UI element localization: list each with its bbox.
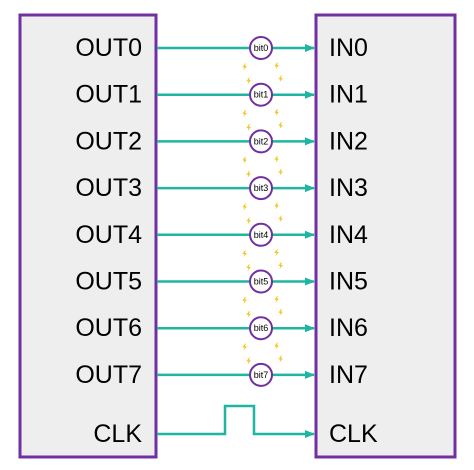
bit-bubble-5 <box>249 269 273 294</box>
interference-icon <box>278 75 283 83</box>
bus-line-2: bit2 OUT2 IN2 <box>75 127 368 155</box>
bit-label-7: bit7 <box>254 370 269 380</box>
interference-icon <box>278 308 283 316</box>
interference-icon <box>274 202 279 210</box>
sender-label-2: OUT2 <box>75 127 142 155</box>
sender-clk-label: CLK <box>93 420 142 448</box>
interference-icon <box>242 250 247 258</box>
bus-line-6: bit6 OUT6 IN6 <box>75 314 368 342</box>
interference-icon <box>246 77 251 85</box>
bit-label-1: bit1 <box>254 90 269 100</box>
interference-icon <box>246 170 251 178</box>
interference-icon <box>242 63 247 71</box>
interference-icon <box>242 156 247 164</box>
sender-label-6: OUT6 <box>75 314 142 342</box>
bit-bubble-3 <box>249 176 273 201</box>
receiver-label-6: IN6 <box>329 314 368 342</box>
sender-label-1: OUT1 <box>75 81 142 109</box>
bit-label-4: bit4 <box>254 230 269 240</box>
receiver-label-1: IN1 <box>329 81 368 109</box>
bus-line-1: bit1 OUT1 IN1 <box>75 81 368 109</box>
sender-label-4: OUT4 <box>75 221 142 249</box>
bit-bubble-2 <box>249 129 273 154</box>
interference-icon <box>246 124 251 132</box>
bus-line-7: bit7 OUT7 IN7 <box>75 361 368 389</box>
bit-bubble-7 <box>249 362 273 387</box>
clock-waveform <box>157 404 315 438</box>
receiver-label-5: IN5 <box>329 268 368 296</box>
interference-icon <box>278 215 283 223</box>
interference-icon <box>242 343 247 351</box>
interference-icon <box>246 264 251 272</box>
receiver-clk-label: CLK <box>329 420 378 448</box>
interference-icon <box>278 122 283 130</box>
clock-line <box>157 404 315 438</box>
sender-label-7: OUT7 <box>75 361 142 389</box>
interference-icon <box>274 295 279 303</box>
receiver-label-4: IN4 <box>329 221 368 249</box>
bit-bubble-0 <box>249 36 273 60</box>
bus-line-3: bit3 OUT3 IN3 <box>75 174 368 202</box>
interference-icon <box>274 155 279 163</box>
interference-icon <box>278 355 283 363</box>
bit-label-2: bit2 <box>254 136 269 146</box>
interference-icon <box>274 249 279 257</box>
interference-icon <box>242 203 247 211</box>
bus-line-0: bit0 OUT0 IN0 <box>75 34 368 62</box>
bus-line-4: bit4 OUT4 IN4 <box>75 221 368 249</box>
sender-label-0: OUT0 <box>75 34 142 62</box>
bit-label-5: bit5 <box>254 277 269 287</box>
interference-icon <box>274 62 279 70</box>
interference-icon <box>242 296 247 304</box>
bus-line-5: bit5 OUT5 IN5 <box>75 268 368 296</box>
bit-bubble-6 <box>249 316 273 341</box>
receiver-label-7: IN7 <box>329 361 368 389</box>
interference-icon <box>274 342 279 350</box>
bit-label-6: bit6 <box>254 323 269 333</box>
receiver-box <box>314 13 457 459</box>
interference-icon <box>278 262 283 270</box>
interference-icon <box>246 217 251 225</box>
interference-icon <box>242 110 247 118</box>
interference-icon <box>246 310 251 318</box>
interference-icon <box>246 357 251 365</box>
bit-label-0: bit0 <box>254 43 269 53</box>
interference-icon <box>278 168 283 176</box>
bit-label-3: bit3 <box>254 183 269 193</box>
receiver-label-0: IN0 <box>329 34 368 62</box>
sender-label-3: OUT3 <box>75 174 142 202</box>
receiver-label-3: IN3 <box>329 174 368 202</box>
bit-bubble-4 <box>249 222 273 247</box>
sender-box <box>18 13 158 459</box>
interference-icon <box>274 109 279 117</box>
bit-bubble-1 <box>249 82 273 107</box>
sender-label-5: OUT5 <box>75 268 142 296</box>
receiver-label-2: IN2 <box>329 127 368 155</box>
